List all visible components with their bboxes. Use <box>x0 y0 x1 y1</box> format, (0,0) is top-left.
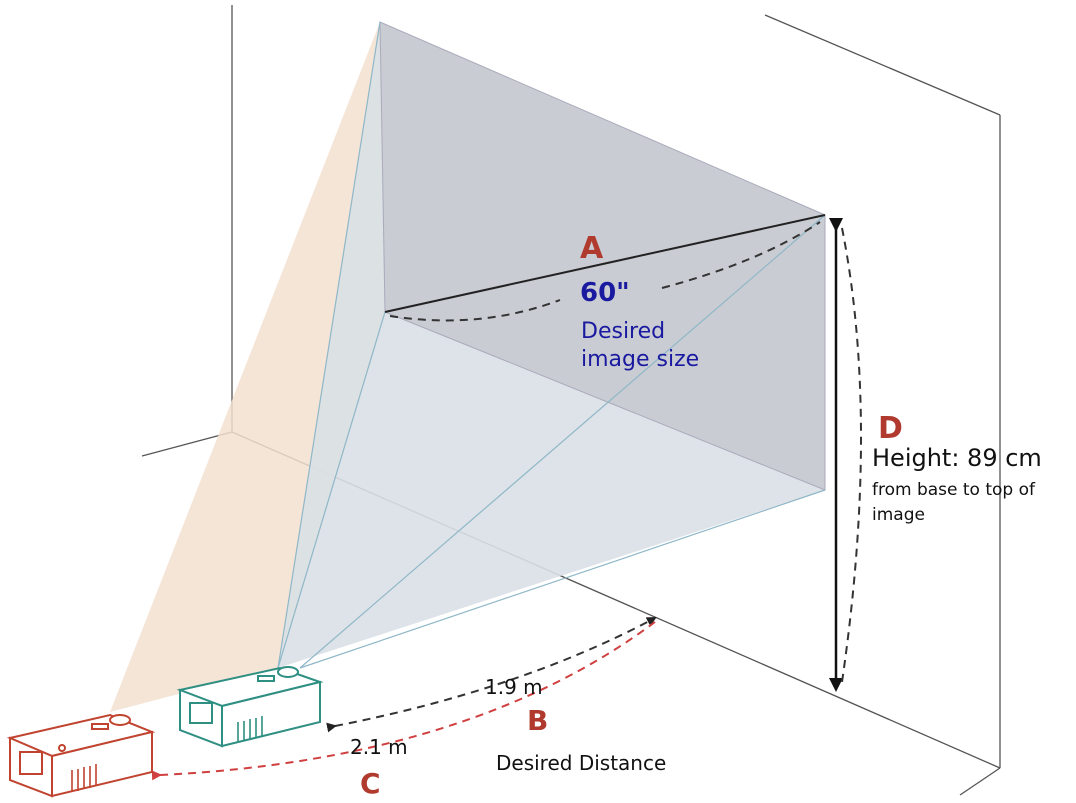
diagonal-line <box>384 214 826 313</box>
distance-near-value: 1.9 m <box>485 675 543 699</box>
image-size-label-line1: Desired <box>581 319 665 344</box>
height-text: Height: 89 cm <box>872 444 1042 472</box>
right-wall-top-edge <box>764 14 1001 116</box>
near-distance-arc <box>326 617 657 733</box>
diagonal-dash-right <box>661 221 821 289</box>
label-b: B <box>527 704 548 737</box>
projector-icon <box>176 666 324 748</box>
image-size-label-line2: image size <box>581 347 699 372</box>
desired-distance-label: Desired Distance <box>496 751 666 775</box>
image-size-value: 60" <box>580 278 630 308</box>
label-a: A <box>580 231 604 266</box>
distance-far-value: 2.1 m <box>350 735 408 759</box>
floor-front-edge <box>959 767 1001 796</box>
diagonal-dash-left <box>389 299 561 322</box>
label-c: C <box>360 767 381 798</box>
far-distance-arc <box>151 621 656 781</box>
height-subtext-line1: from base to top of <box>872 480 1036 500</box>
height-dash-arc <box>841 227 862 683</box>
floor-back-edge-left <box>141 431 233 457</box>
height-subtext-line2: image <box>872 505 925 525</box>
label-d: D <box>878 411 903 446</box>
projector-icon <box>6 713 156 798</box>
